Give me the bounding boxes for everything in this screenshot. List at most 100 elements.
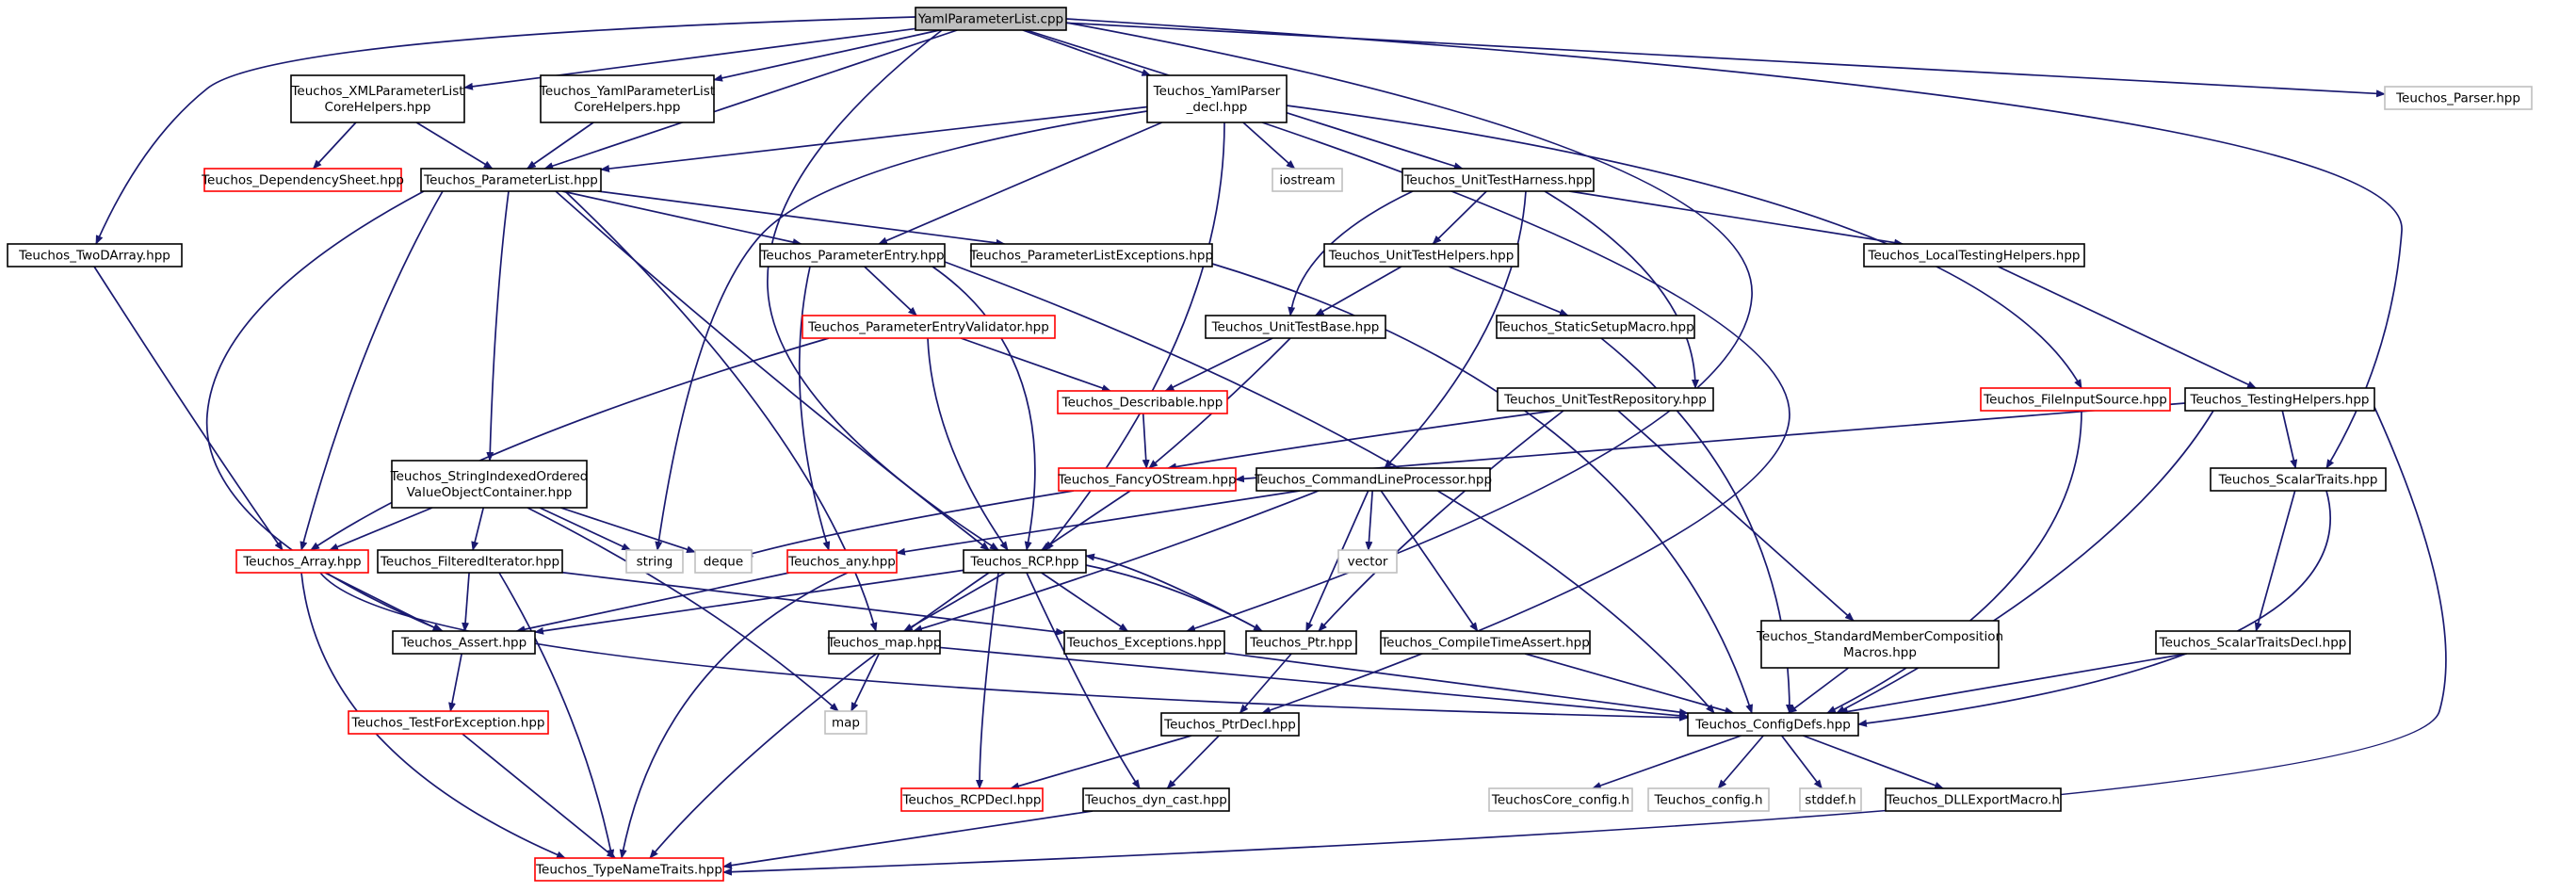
edge-path <box>527 507 839 712</box>
edge-ptrdecl-to-rcpdecl <box>1010 735 1192 790</box>
node-label: Teuchos_YamlParameterList <box>539 84 715 99</box>
node-label: Teuchos_Describable.hpp <box>1061 396 1223 411</box>
node-fileinput[interactable]: Teuchos_FileInputSource.hpp <box>1980 387 2171 412</box>
edge-path <box>1261 122 1790 714</box>
node-deque[interactable]: deque <box>694 549 753 574</box>
node-sioc[interactable]: Teuchos_StringIndexedOrderedValueObjectC… <box>390 460 589 509</box>
edge-path <box>463 27 916 90</box>
node-box <box>1687 712 1859 737</box>
node-utbase[interactable]: Teuchos_UnitTestBase.hpp <box>1205 315 1386 339</box>
node-utharness[interactable]: Teuchos_UnitTestHarness.hpp <box>1401 168 1595 192</box>
node-box <box>1401 168 1595 192</box>
node-rcp[interactable]: Teuchos_RCP.hpp <box>963 549 1087 574</box>
node-testhelpers[interactable]: Teuchos_TestingHelpers.hpp <box>2184 387 2375 412</box>
node-scalartraitsdecl[interactable]: Teuchos_ScalarTraitsDecl.hpp <box>2155 630 2351 655</box>
node-dyncast[interactable]: Teuchos_dyn_cast.hpp <box>1082 787 1230 812</box>
edge-path <box>1223 652 1689 717</box>
edge-path <box>1432 190 1487 245</box>
node-box <box>786 549 898 574</box>
edge-path <box>798 266 831 551</box>
node-typename[interactable]: Teuchos_TypeNameTraits.hpp <box>534 857 724 882</box>
edge-path <box>1142 413 1150 469</box>
node-stdmember[interactable]: Teuchos_StandardMemberCompositionMacros.… <box>1756 620 2003 669</box>
node-box <box>1063 630 1225 655</box>
node-string[interactable]: string <box>625 549 684 574</box>
edge-path <box>1314 266 1402 316</box>
node-root[interactable]: YamlParameterList.cpp <box>915 7 1067 31</box>
node-label: Teuchos_UnitTestRepository.hpp <box>1503 393 1707 408</box>
edge-path <box>1239 653 1292 714</box>
node-label: _decl.hpp <box>1186 100 1248 115</box>
edge-path <box>555 190 990 551</box>
node-configdefs[interactable]: Teuchos_ConfigDefs.hpp <box>1687 712 1859 737</box>
node-dllexport[interactable]: Teuchos_DLLExportMacro.h <box>1885 787 2062 812</box>
node-label: Teuchos_config.h <box>1654 793 1763 808</box>
edge-path <box>619 572 849 859</box>
edge-root-to-scalartraits <box>1065 18 2403 469</box>
node-depsheet[interactable]: Teuchos_DependencySheet.hpp <box>201 168 404 192</box>
node-assert[interactable]: Teuchos_Assert.hpp <box>392 630 536 655</box>
node-box <box>1863 243 2085 268</box>
edge-path <box>415 122 494 170</box>
node-map[interactable]: map <box>824 710 867 735</box>
node-localtest[interactable]: Teuchos_LocalTestingHelpers.hpp <box>1863 243 2085 268</box>
node-testforexc[interactable]: Teuchos_TestForException.hpp <box>348 710 549 735</box>
node-plexc[interactable]: Teuchos_ParameterListExceptions.hpp <box>969 243 1213 268</box>
node-ptrdecl[interactable]: Teuchos_PtrDecl.hpp <box>1160 712 1300 737</box>
node-label: stddef.h <box>1805 793 1855 808</box>
node-plist[interactable]: Teuchos_ParameterList.hpp <box>420 168 602 192</box>
edge-path <box>324 572 443 632</box>
node-map_hpp[interactable]: Teuchos_map.hpp <box>827 630 942 655</box>
node-utrepo[interactable]: Teuchos_UnitTestRepository.hpp <box>1497 387 1714 412</box>
node-box <box>235 549 369 574</box>
edge-path <box>1780 735 1823 789</box>
node-scalartraits[interactable]: Teuchos_ScalarTraits.hpp <box>2210 467 2387 492</box>
node-label: Teuchos_TypeNameTraits.hpp <box>535 863 722 878</box>
node-vector[interactable]: vector <box>1337 549 1398 574</box>
node-staticsetup[interactable]: Teuchos_StaticSetupMacro.hpp <box>1496 315 1695 339</box>
edge-path <box>561 190 802 246</box>
edge-assert-to-testforexc <box>448 653 463 712</box>
edge-configdefs-to-stddef <box>1780 735 1823 789</box>
node-fancy[interactable]: Teuchos_FancyOStream.hpp <box>1057 467 1237 492</box>
node-pevalid[interactable]: Teuchos_ParameterEntryValidator.hpp <box>802 315 1056 339</box>
edge-exceptions-to-configdefs <box>1223 652 1689 717</box>
edge-path <box>1857 490 2331 727</box>
edge-fileinput-to-configdefs <box>1826 410 2082 714</box>
node-config[interactable]: Teuchos_config.h <box>1647 787 1770 812</box>
node-array[interactable]: Teuchos_Array.hpp <box>235 549 369 574</box>
node-yamlparser[interactable]: Teuchos_YamlParser_decl.hpp <box>1146 74 1288 123</box>
node-filtered[interactable]: Teuchos_FilteredIterator.hpp <box>377 549 563 574</box>
edge-path <box>526 122 594 170</box>
node-box <box>1323 243 1519 268</box>
node-label: Teuchos_Ptr.hpp <box>1249 636 1353 651</box>
edge-plist-to-rcp <box>555 190 990 551</box>
node-clp[interactable]: Teuchos_CommandLineProcessor.hpp <box>1254 467 1492 492</box>
node-label: Teuchos_Array.hpp <box>242 555 361 570</box>
node-box <box>828 630 941 655</box>
edge-path <box>329 507 433 551</box>
node-uthelpers[interactable]: Teuchos_UnitTestHelpers.hpp <box>1323 243 1519 268</box>
node-label: iostream <box>1279 173 1335 188</box>
edge-path <box>960 337 1111 392</box>
node-parser[interactable]: Teuchos_Parser.hpp <box>2384 86 2533 110</box>
edge-path <box>1065 22 1753 632</box>
node-box <box>824 710 867 735</box>
node-coreconfig[interactable]: TeuchosCore_config.h <box>1488 787 1633 812</box>
node-pentry[interactable]: Teuchos_ParameterEntry.hpp <box>759 243 946 268</box>
node-ptr[interactable]: Teuchos_Ptr.hpp <box>1245 630 1357 655</box>
node-compileassert[interactable]: Teuchos_CompileTimeAssert.hpp <box>1380 630 1591 655</box>
node-twod[interactable]: Teuchos_TwoDArray.hpp <box>7 243 183 268</box>
node-label: Teuchos_any.hpp <box>787 555 896 570</box>
edge-path <box>1026 572 1141 789</box>
node-box <box>391 460 588 509</box>
edge-clp-to-map_hpp <box>913 490 1320 633</box>
node-stddef[interactable]: stddef.h <box>1799 787 1862 812</box>
node-exceptions[interactable]: Teuchos_Exceptions.hpp <box>1063 630 1225 655</box>
node-rcpdecl[interactable]: Teuchos_RCPDecl.hpp <box>900 787 1044 812</box>
node-iostream[interactable]: iostream <box>1272 168 1343 192</box>
node-any[interactable]: Teuchos_any.hpp <box>786 549 898 574</box>
node-describable[interactable]: Teuchos_Describable.hpp <box>1057 390 1228 414</box>
